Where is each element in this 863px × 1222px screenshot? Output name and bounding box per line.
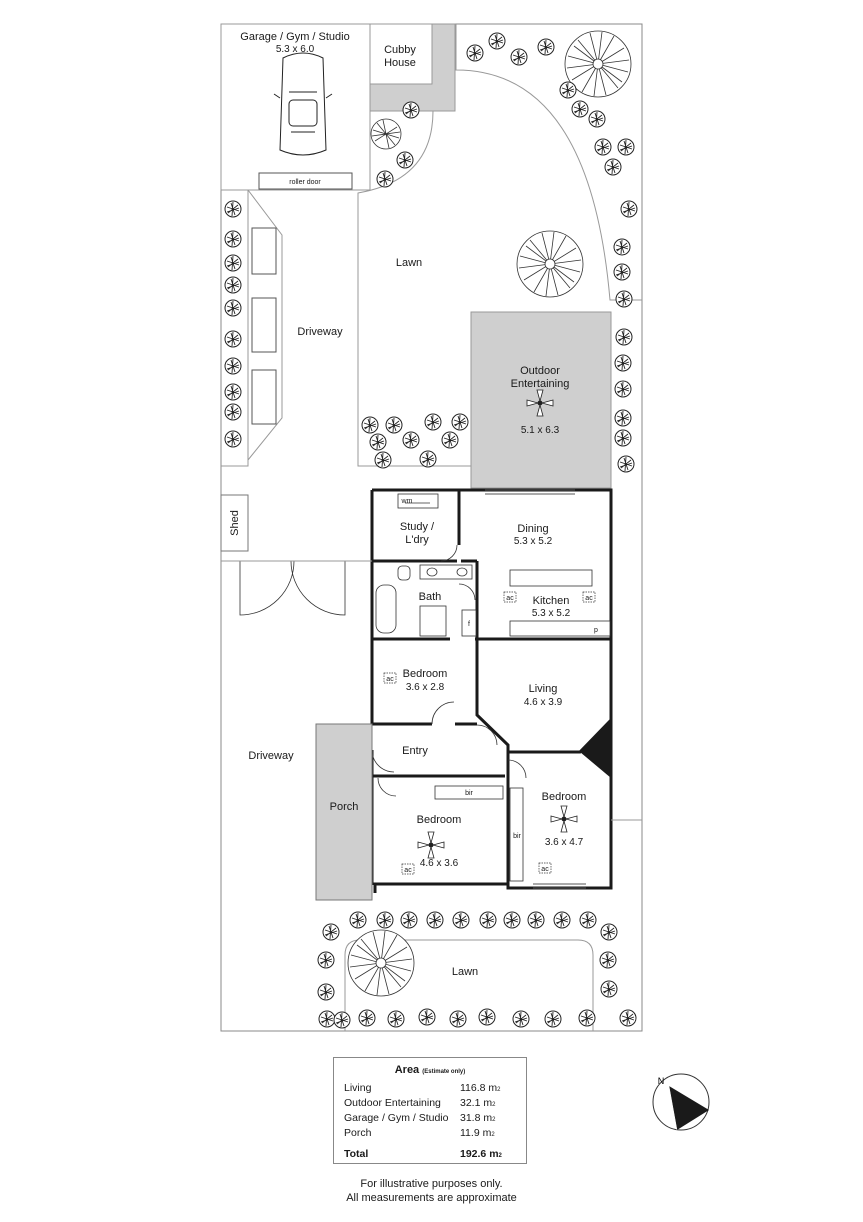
area-row-label: Living bbox=[344, 1082, 372, 1094]
fittings bbox=[375, 493, 611, 882]
disclaimer: For illustrative purposes only. All meas… bbox=[0, 1177, 863, 1205]
bedroom3-dim: 3.6 x 4.7 bbox=[545, 837, 584, 848]
driveway-side-label: Driveway bbox=[248, 750, 294, 762]
outdoor-dim: 5.1 x 6.3 bbox=[521, 425, 560, 436]
dining-label: Dining bbox=[517, 523, 548, 535]
area-row-value: 11.9 m2 bbox=[460, 1127, 495, 1139]
kitchen-ac-label: ac bbox=[506, 595, 514, 602]
cubby-label-2: House bbox=[384, 57, 416, 69]
garage-dim: 5.3 x 6.0 bbox=[276, 44, 315, 55]
wm-label: wm bbox=[401, 498, 413, 505]
area-row-label: Garage / Gym / Studio bbox=[344, 1112, 449, 1124]
site-boundary bbox=[220, 23, 643, 1032]
area-row: Living 116.8 m2 bbox=[344, 1082, 516, 1097]
bedroom3-fan-icon bbox=[550, 805, 578, 833]
living-corner-feature bbox=[580, 720, 611, 778]
study-label-1: Study / bbox=[400, 521, 435, 533]
area-row: Porch 11.9 m2 bbox=[344, 1127, 516, 1142]
roller-door-label: roller door bbox=[289, 179, 321, 186]
bedroom2-dim: 4.6 x 3.6 bbox=[420, 858, 459, 869]
bedroom3-label: Bedroom bbox=[542, 791, 587, 803]
compass-north-label: N bbox=[658, 1076, 665, 1086]
area-row-value: 32.1 m2 bbox=[460, 1097, 496, 1109]
area-total-value: 192.6 m2 bbox=[460, 1148, 502, 1160]
area-row: Outdoor Entertaining 32.1 m2 bbox=[344, 1097, 516, 1112]
kitchen-ac2-label: ac bbox=[585, 595, 593, 602]
porch bbox=[315, 723, 373, 901]
bedroom2-ac-label: ac bbox=[404, 867, 412, 874]
pantry-label: p bbox=[594, 627, 598, 634]
fridge-label: f bbox=[468, 621, 470, 628]
bedroom1-ac-label: ac bbox=[386, 676, 394, 683]
shed bbox=[220, 494, 249, 552]
bedroom1-label: Bedroom bbox=[403, 668, 448, 680]
area-title: Area (Estimate only) bbox=[344, 1064, 516, 1076]
bir-top-label: bir bbox=[465, 790, 473, 797]
shed-label: Shed bbox=[229, 510, 241, 536]
area-row-value: 116.8 m2 bbox=[460, 1082, 501, 1094]
garage-label: Garage / Gym / Studio bbox=[240, 31, 349, 43]
outdoor-entertaining bbox=[470, 311, 612, 489]
bedroom2-label: Bedroom bbox=[417, 814, 462, 826]
lawn-top-label: Lawn bbox=[396, 257, 422, 269]
kitchen-label: Kitchen bbox=[533, 595, 570, 607]
outdoor-label-1: Outdoor bbox=[520, 365, 560, 377]
kitchen-dim: 5.3 x 5.2 bbox=[532, 608, 571, 619]
living-label: Living bbox=[529, 683, 558, 695]
area-title-note: (Estimate only) bbox=[422, 1069, 466, 1075]
disclaimer-line-2: All measurements are approximate bbox=[346, 1192, 517, 1204]
area-row: Garage / Gym / Studio 31.8 m2 bbox=[344, 1112, 516, 1127]
area-schedule: Area (Estimate only) Living 116.8 m2 Out… bbox=[333, 1057, 527, 1164]
bedroom1-dim: 3.6 x 2.8 bbox=[406, 682, 445, 693]
bedroom3-ac-label: ac bbox=[541, 866, 549, 873]
area-row-value: 31.8 m2 bbox=[460, 1112, 496, 1124]
entry-label: Entry bbox=[402, 745, 428, 757]
bedroom2-fan-icon bbox=[417, 831, 445, 859]
bath-label: Bath bbox=[419, 591, 442, 603]
outdoor-label-2: Entertaining bbox=[511, 378, 570, 390]
porch-label: Porch bbox=[330, 801, 359, 813]
study-label-2: L'dry bbox=[405, 534, 429, 546]
driveway-bed-left bbox=[221, 189, 249, 467]
front-garden-bed bbox=[344, 939, 594, 1031]
area-title-text: Area bbox=[394, 1064, 420, 1076]
area-total-row: Total 192.6 m2 bbox=[344, 1148, 516, 1163]
area-row-label: Porch bbox=[344, 1127, 372, 1139]
roller-door bbox=[258, 172, 353, 190]
bir-side-label: bir bbox=[513, 833, 521, 840]
dining-dim: 5.3 x 5.2 bbox=[514, 536, 553, 547]
living-dim: 4.6 x 3.9 bbox=[524, 697, 563, 708]
cubby-label-1: Cubby bbox=[384, 44, 416, 56]
car-icon bbox=[273, 52, 333, 156]
lawn-front-label: Lawn bbox=[452, 966, 478, 978]
disclaimer-line-1: For illustrative purposes only. bbox=[360, 1178, 503, 1190]
area-row-label: Outdoor Entertaining bbox=[344, 1097, 441, 1109]
garden-bed-top bbox=[455, 24, 642, 301]
doors bbox=[239, 544, 527, 797]
driveway-top-label: Driveway bbox=[297, 326, 343, 338]
compass-icon: N bbox=[652, 1073, 710, 1131]
area-total-label: Total bbox=[344, 1148, 369, 1160]
